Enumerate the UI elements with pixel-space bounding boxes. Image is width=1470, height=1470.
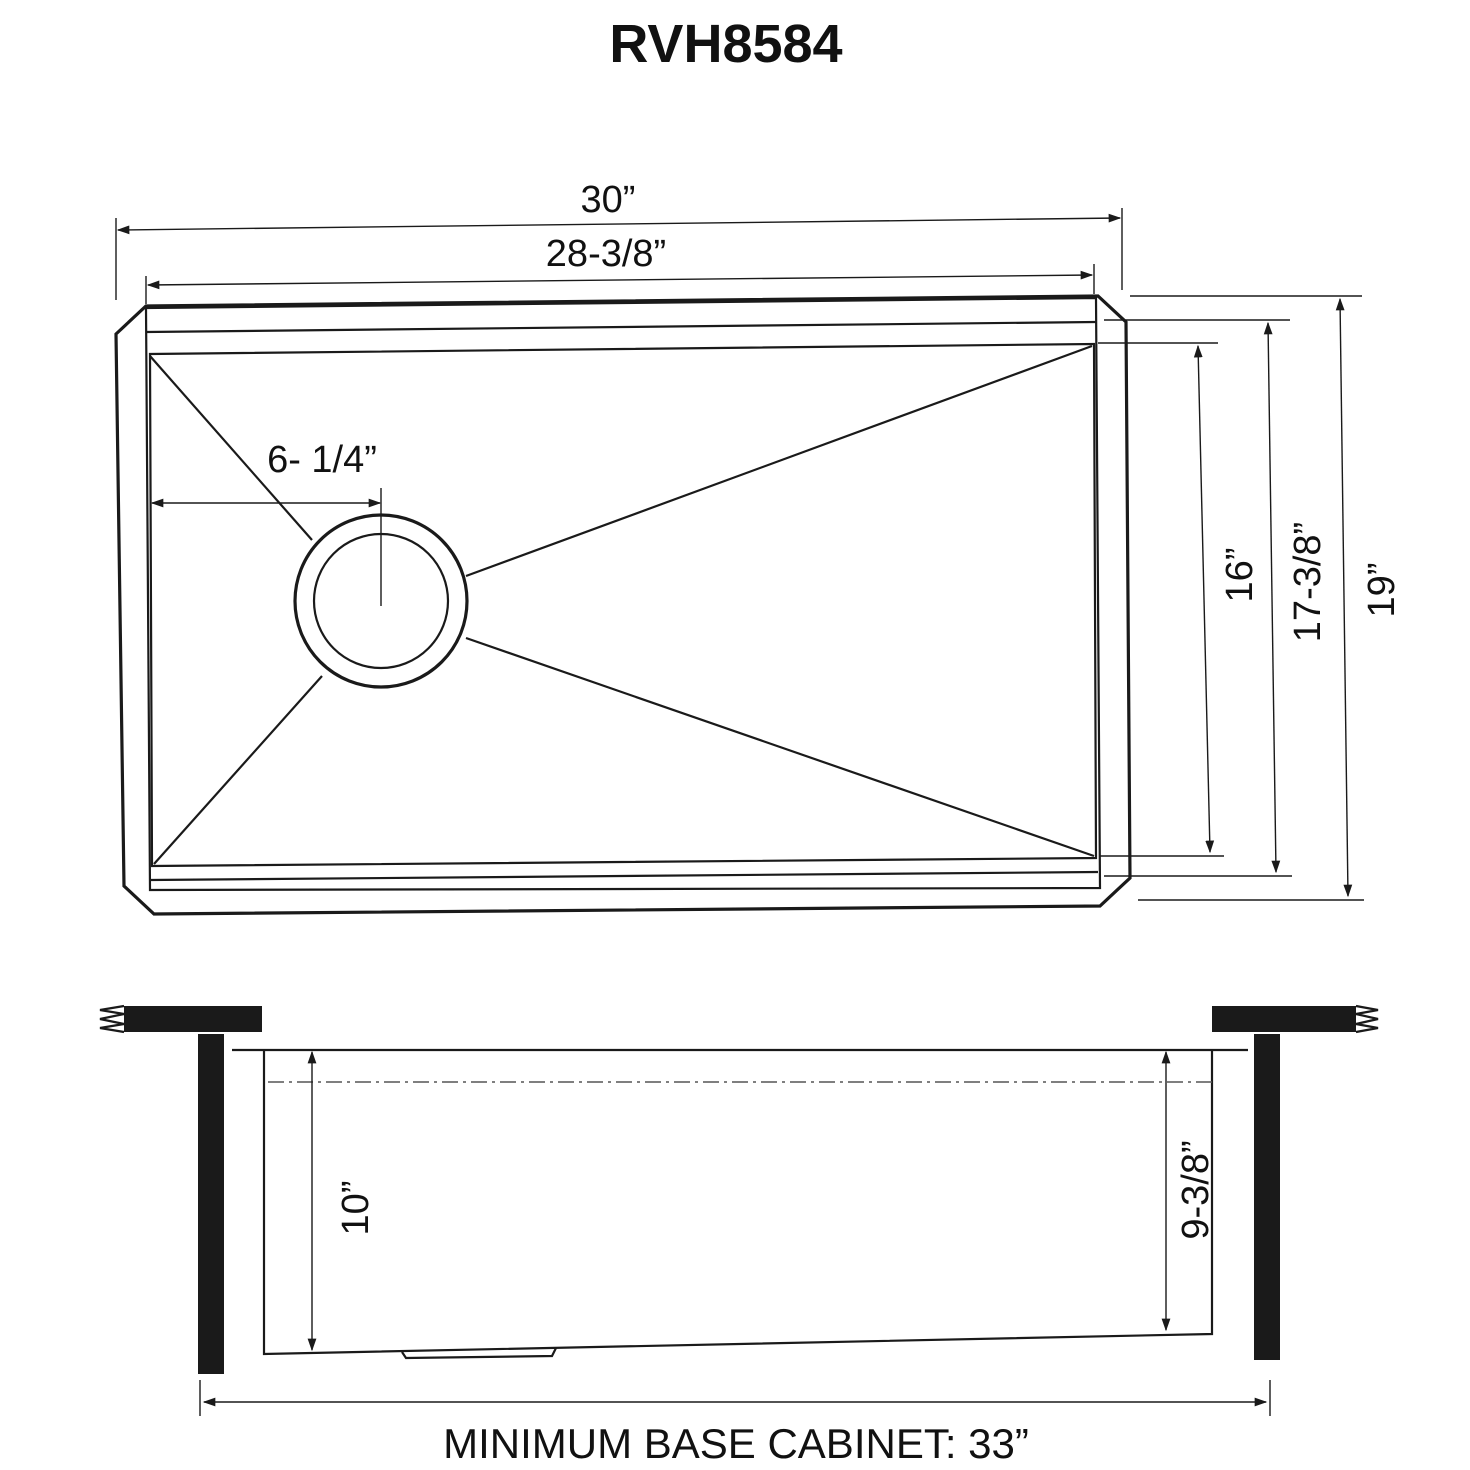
overall-width-dimension-line (116, 213, 1122, 235)
outer-height-label: 10” (335, 1181, 377, 1236)
mid-depth-dimension-line (1263, 321, 1281, 874)
minimum-cabinet-label: MINIMUM BASE CABINET: 33” (443, 1420, 1029, 1467)
cabinet-wall-right (1254, 1034, 1280, 1360)
inner-height-label: 9-3/8” (1175, 1140, 1217, 1239)
overall-depth-label: 19” (1361, 563, 1403, 618)
countertop-left-break (99, 1004, 125, 1034)
side-view: 10” 9-3/8” (99, 1004, 1379, 1416)
sink-outer-flange (114, 294, 1132, 916)
overall-depth-dimension-line (1335, 297, 1353, 898)
model-title: RVH8584 (609, 14, 842, 74)
drain-offset-label: 6- 1/4” (267, 439, 377, 481)
drain-stub (401, 1347, 557, 1360)
slope-line-top-left (149, 355, 313, 541)
top-view: 6- 1/4” 30” 28-3/8” 16” 17-3/8” 19” (114, 179, 1403, 916)
slope-line-bottom-right (465, 636, 1095, 858)
sink-side-profile (262, 1050, 1214, 1356)
cabinet-wall-left (198, 1034, 224, 1374)
countertop-right-break (1355, 1004, 1379, 1034)
inner-depth-dimension-line (1193, 344, 1215, 854)
mid-depth-label: 17-3/8” (1287, 522, 1329, 642)
sink-basin-floor (148, 342, 1098, 868)
inner-width-dimension-line (146, 270, 1094, 290)
front-ledge-line (149, 870, 1099, 882)
overall-width-label: 30” (581, 179, 636, 221)
sink-basin-rim (144, 296, 1102, 892)
slope-line-bottom-left (153, 675, 323, 865)
countertop-left (124, 1006, 262, 1032)
slope-line-top-right (465, 344, 1093, 578)
rear-ledge-line (145, 320, 1097, 334)
inner-depth-label: 16” (1219, 548, 1261, 603)
countertop-right (1212, 1006, 1356, 1032)
inner-width-label: 28-3/8” (546, 233, 666, 275)
